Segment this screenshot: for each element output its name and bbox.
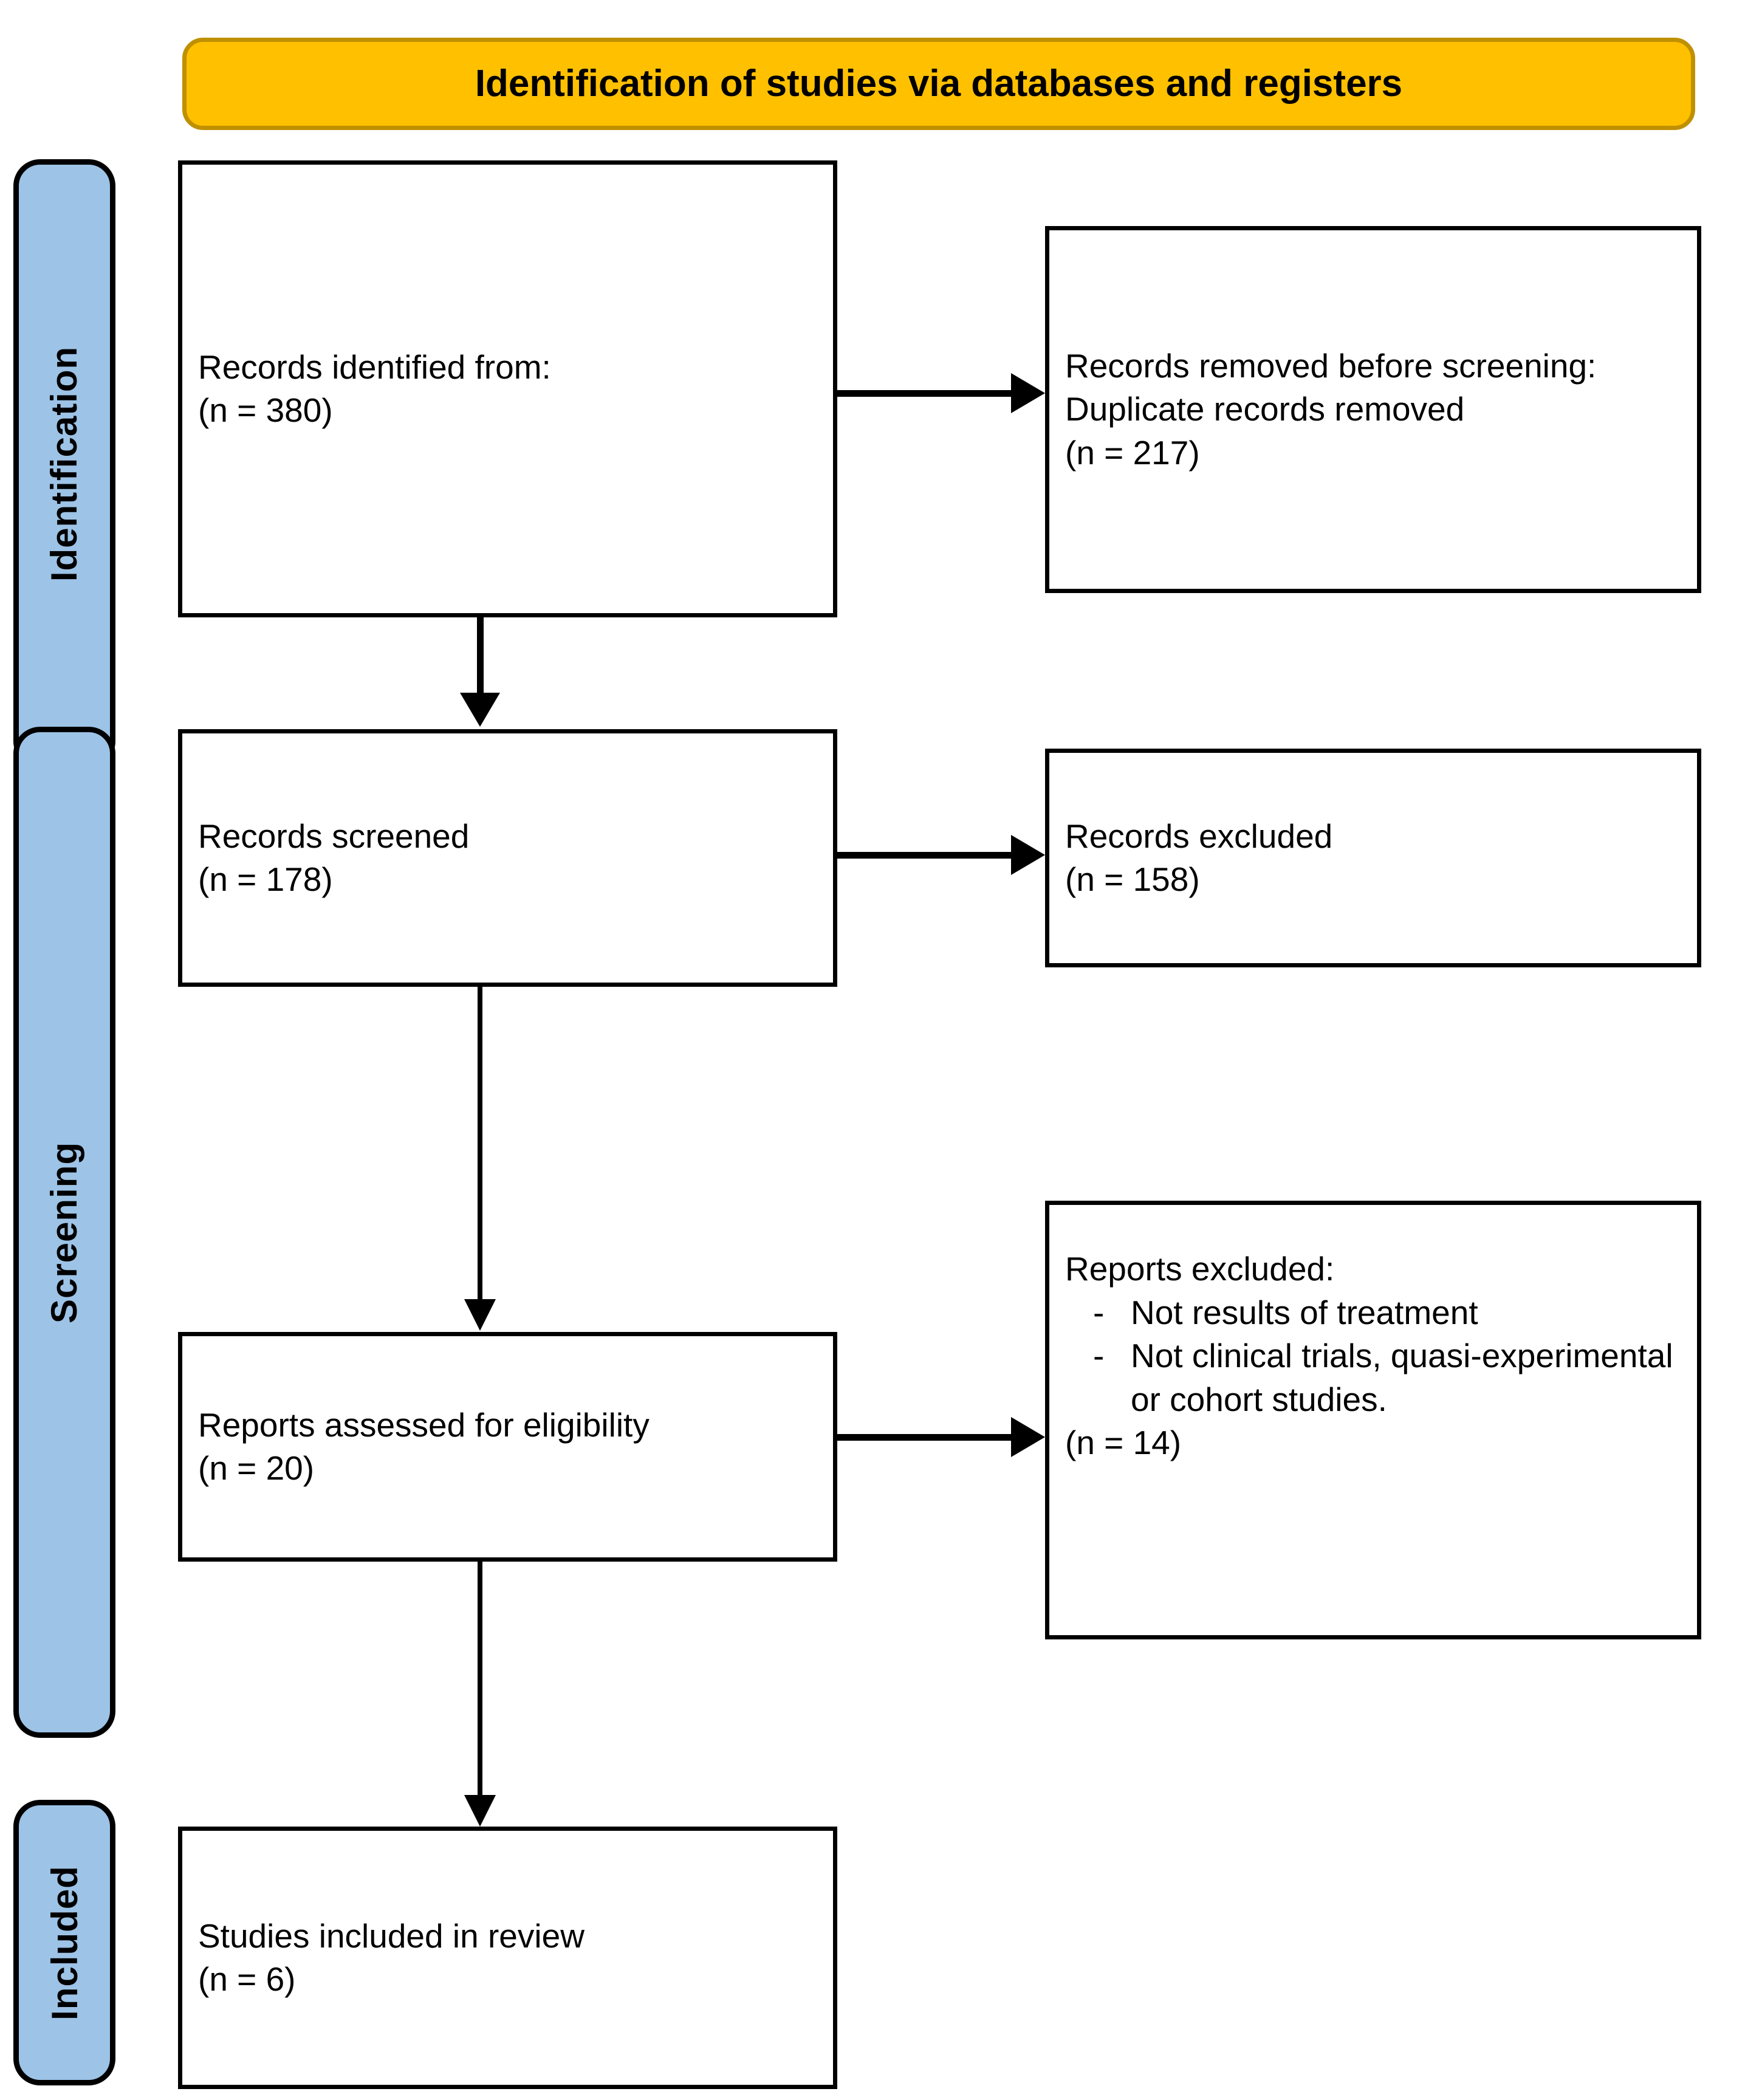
arrow-screened-to-assessed xyxy=(462,987,498,1331)
box-records-excluded: Records excluded (n = 158) xyxy=(1045,749,1701,967)
reports-excluded-bullet-1: - Not results of treatment xyxy=(1049,1291,1697,1335)
records-identified-line1: Records identified from: xyxy=(198,348,551,386)
box-records-removed: Records removed before screening: Duplic… xyxy=(1045,226,1701,593)
reports-assessed-count: (n = 20) xyxy=(198,1449,315,1487)
arrow-identified-to-screened xyxy=(459,617,501,727)
reports-assessed-line1: Reports assessed for eligibility xyxy=(198,1405,650,1444)
records-removed-line1: Records removed before screening: xyxy=(1065,346,1597,385)
stage-label-identification: Identification xyxy=(13,159,115,768)
diagram-header-banner: Identification of studies via databases … xyxy=(182,38,1695,130)
stage-label-included-text: Included xyxy=(44,1865,85,2020)
reports-excluded-bullet-2: - Not clinical trials, quasi-experimenta… xyxy=(1049,1334,1697,1421)
box-records-screened: Records screened (n = 178) xyxy=(178,729,837,987)
reports-excluded-bullet-2-text: Not clinical trials, quasi-experimental … xyxy=(1131,1337,1673,1418)
studies-included-line1: Studies included in review xyxy=(198,1916,585,1955)
arrow-screened-to-excluded xyxy=(837,834,1045,876)
reports-excluded-heading: Reports excluded: xyxy=(1065,1250,1335,1288)
stage-label-screening: Screening xyxy=(13,727,115,1738)
stage-label-screening-text: Screening xyxy=(44,1141,85,1323)
stage-label-included: Included xyxy=(13,1800,115,2085)
records-screened-line1: Records screened xyxy=(198,817,470,855)
bullet-marker-icon: - xyxy=(1093,1337,1105,1374)
box-reports-excluded: Reports excluded: - Not results of treat… xyxy=(1045,1201,1701,1639)
arrow-assessed-to-reports-excluded xyxy=(837,1416,1045,1458)
box-reports-assessed: Reports assessed for eligibility (n = 20… xyxy=(178,1332,837,1562)
arrow-identified-to-removed xyxy=(837,372,1045,414)
records-identified-count: (n = 380) xyxy=(198,391,333,429)
diagram-title: Identification of studies via databases … xyxy=(475,62,1403,105)
records-removed-count: (n = 217) xyxy=(1065,433,1200,472)
records-excluded-count: (n = 158) xyxy=(1065,860,1200,898)
bullet-marker-icon: - xyxy=(1093,1293,1105,1331)
box-records-identified: Records identified from: (n = 380) xyxy=(178,160,837,617)
arrow-assessed-to-included xyxy=(462,1562,498,1827)
studies-included-count: (n = 6) xyxy=(198,1960,296,1998)
reports-excluded-count: (n = 14) xyxy=(1065,1424,1182,1461)
records-removed-line2: Duplicate records removed xyxy=(1065,390,1465,428)
stage-label-identification-text: Identification xyxy=(44,346,85,582)
box-studies-included: Studies included in review (n = 6) xyxy=(178,1827,837,2089)
reports-excluded-bullet-1-text: Not results of treatment xyxy=(1131,1293,1478,1331)
records-screened-count: (n = 178) xyxy=(198,860,333,898)
records-excluded-line1: Records excluded xyxy=(1065,817,1333,855)
